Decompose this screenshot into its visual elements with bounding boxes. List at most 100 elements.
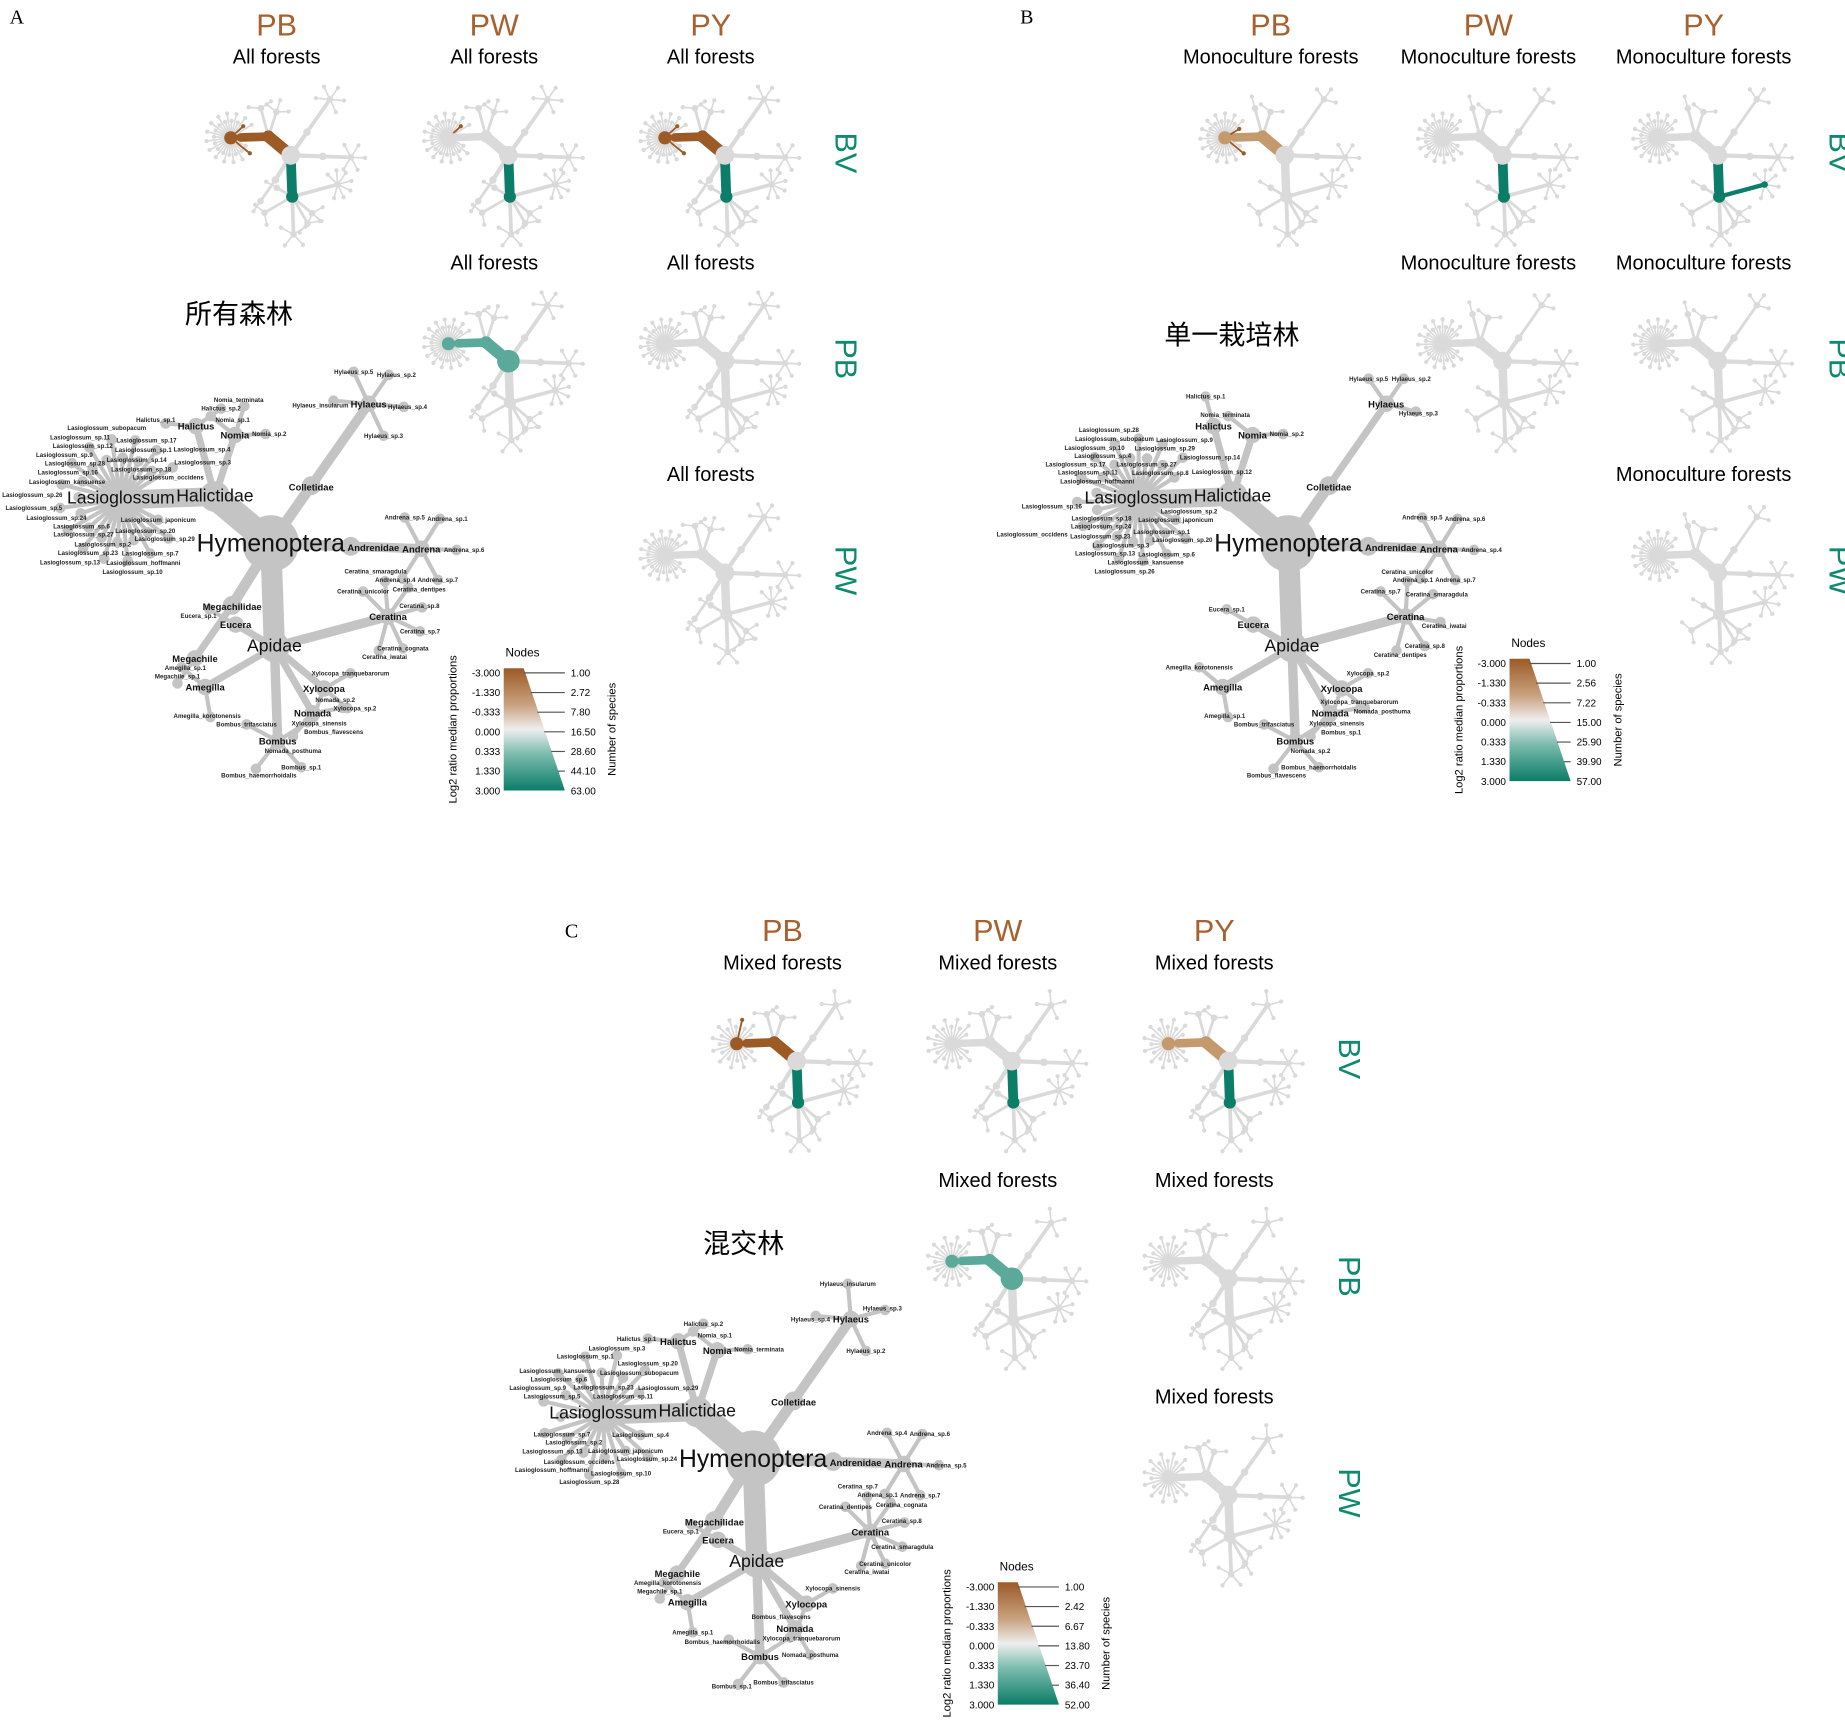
tree-node [726,1056,731,1061]
species-label: Hylaeus_insularum [292,403,349,410]
column-header-pw: PW [973,914,1022,948]
tree-edge [538,154,571,160]
tree-node [1264,1206,1269,1211]
tree-node [1246,1333,1253,1341]
tree-node [675,541,680,547]
tree-node [715,351,735,371]
tree-edge [724,182,774,199]
tree-node [1021,1148,1027,1153]
species-label: Lasioglossum_sp.11 [50,434,110,441]
tree-node [994,1232,1001,1239]
genus-label: Eucera [220,619,252,630]
tree-node [1450,327,1455,332]
species-label: Hylaeus_sp.4 [388,404,428,411]
species-label: Lasioglossum_sp.20 [618,1361,679,1368]
tree-node [1691,308,1696,313]
tree-node [1532,410,1537,416]
tree-node [687,408,692,413]
tree-node [775,612,780,618]
tree-node [796,1136,803,1144]
tree-edge [1227,1522,1278,1539]
tree-node [1209,1082,1217,1090]
tree-node [1047,1001,1055,1009]
tree-node [1202,1442,1207,1447]
tree-node [1161,548,1172,560]
tree-node [1151,1268,1157,1273]
tree-node [1638,324,1643,329]
tree-node [449,365,454,371]
tree-node [1024,1348,1029,1353]
tree-node [1443,325,1449,330]
tree-node [899,1517,910,1528]
tree-node [1219,119,1224,124]
tree-node [221,150,226,156]
tree-node [1064,1076,1070,1081]
tree-nodes [1072,373,1480,775]
tree-node [241,719,252,730]
tree-node [1530,152,1539,161]
tree-node [982,1115,989,1122]
color-axis-title: Log2 ratio median proportions [448,655,460,804]
tree-node [1763,374,1768,379]
tree-node [658,131,672,145]
tree-node [1700,108,1707,116]
tree-node [827,1583,839,1594]
tree-edge [752,1527,876,1567]
tree-node [1713,608,1726,621]
tree-node [743,1055,748,1061]
tree-node [642,1451,654,1463]
tree-node [1161,1037,1175,1051]
tree-node [1076,1291,1081,1296]
color-axis-title: Log2 ratio median proportions [942,1569,954,1718]
tree-node [985,1085,990,1090]
tree-node [468,414,474,420]
tree-node [273,108,280,116]
tree-node [1092,540,1103,551]
tree-node [698,308,703,313]
tree-node [334,168,339,173]
species-label: Nomada_posthuma [1354,709,1411,716]
genus-label: Lasioglossum [67,487,175,507]
tree-node [749,1049,754,1054]
size-tick-label: 2.56 [1577,679,1597,690]
tree-node [302,717,313,728]
tree-node [1631,342,1636,347]
tree-node [1319,172,1324,177]
species-label: Lasioglossum_sp.17 [1045,461,1106,468]
tree-node [759,378,764,383]
color-tick-label: 0.333 [1481,738,1506,749]
tree-node [73,491,84,503]
tree-node [1666,363,1672,368]
tree-node [1211,1090,1218,1097]
tree-node [422,335,427,340]
tree-node [1238,1582,1243,1587]
tree-node [378,430,389,442]
tree-labels: Lasioglossum_sp.4Lasioglossum_sp.24Lasio… [509,1281,967,1691]
tree-node [1263,1512,1268,1517]
tree-node [685,626,690,631]
tree-node [1631,554,1636,559]
tree-node [535,424,540,430]
tree-node [551,315,556,321]
tree-node [1240,1348,1246,1353]
tree-node [1024,1034,1032,1042]
tree-node [1546,87,1551,92]
tree-node [647,360,652,366]
tree-node [933,1459,945,1471]
tree-node [840,1501,851,1513]
tree-node [955,1235,960,1240]
tree-node [560,1389,572,1401]
tree-node [847,1073,852,1078]
species-label: Ceratina_sp.8 [399,603,440,610]
tree-node [1194,1537,1202,1545]
tree-node [467,122,472,127]
tree-node [1297,224,1302,229]
tree-node [985,1346,990,1351]
tree-node [441,337,456,351]
tree-node [1484,314,1492,322]
tree-node [964,1267,970,1272]
tree-node [1300,1279,1305,1284]
tree-node [914,1489,926,1501]
tree-node [767,1115,774,1122]
